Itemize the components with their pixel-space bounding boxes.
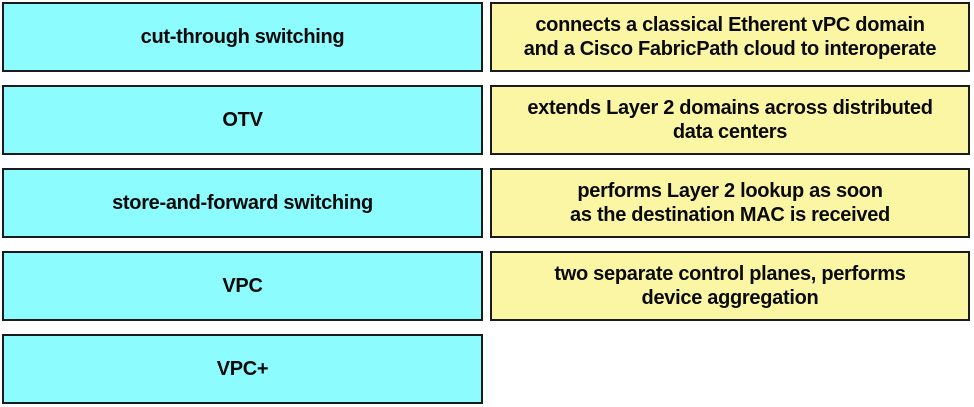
definition-line: connects a classical Etherent vPC domain [535, 14, 925, 36]
definition-layer2-lookup[interactable]: performs Layer 2 lookup as soon as the d… [490, 168, 970, 238]
term-label: OTV [222, 109, 263, 131]
term-store-and-forward-switching[interactable]: store-and-forward switching [2, 168, 483, 238]
term-label: VPC+ [216, 358, 269, 380]
term-vpc[interactable]: VPC [2, 251, 483, 321]
definition-line: as the destination MAC is received [570, 204, 890, 226]
definition-fabricpath-interoperate[interactable]: connects a classical Etherent vPC domain… [490, 2, 970, 72]
definition-line: extends Layer 2 domains across distribut… [527, 97, 933, 119]
empty-definition-slot [490, 334, 970, 404]
term-otv[interactable]: OTV [2, 85, 483, 155]
definition-layer2-extension[interactable]: extends Layer 2 domains across distribut… [490, 85, 970, 155]
term-cut-through-switching[interactable]: cut-through switching [2, 2, 483, 72]
definition-control-planes[interactable]: two separate control planes, performs de… [490, 251, 970, 321]
definition-line: data centers [672, 121, 788, 143]
definition-line: device aggregation [641, 287, 819, 309]
definition-line: and a Cisco FabricPath cloud to interope… [523, 38, 937, 60]
term-label: VPC [222, 275, 263, 297]
definition-line: two separate control planes, performs [554, 263, 906, 285]
term-label: store-and-forward switching [112, 192, 373, 214]
term-label: cut-through switching [140, 26, 345, 48]
term-vpc-plus[interactable]: VPC+ [2, 334, 483, 404]
definition-line: performs Layer 2 lookup as soon [577, 180, 883, 202]
